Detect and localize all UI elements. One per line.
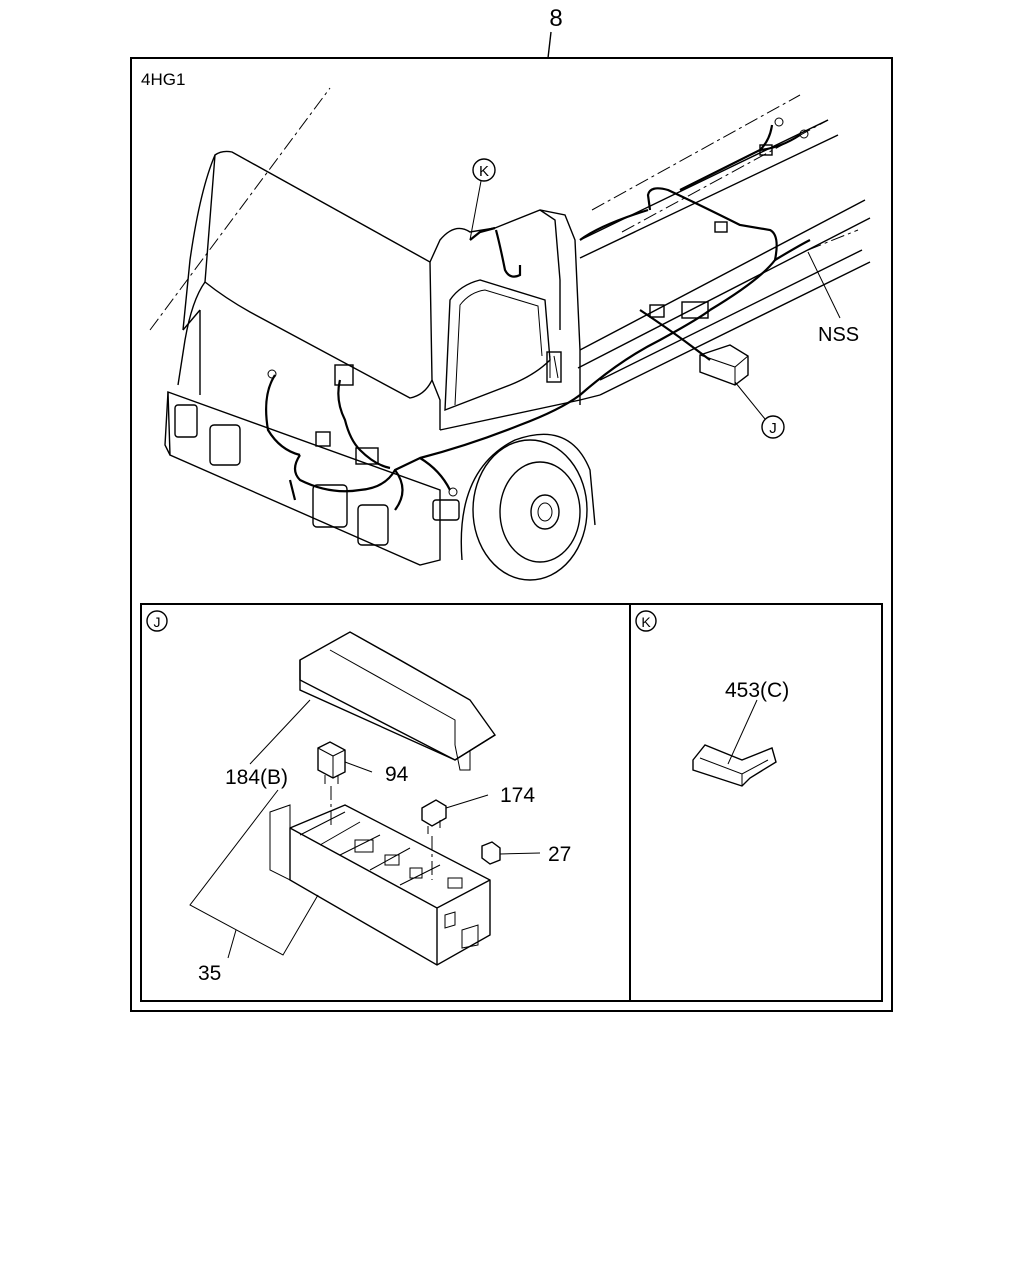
assembly-leader — [227, 929, 237, 959]
part-fuse-small-label: 27 — [548, 843, 571, 866]
callout-j-leader — [734, 381, 766, 420]
part-assembly-label: 35 — [198, 962, 221, 985]
fuse-small — [481, 841, 541, 865]
part-fuse-large-label: 174 — [500, 784, 535, 807]
callout-k-circle — [472, 158, 496, 182]
part-cover-label: 184(B) — [225, 766, 288, 789]
detail-k-badge — [635, 610, 657, 632]
part-clip-label: 453(C) — [725, 679, 789, 702]
callout-k-label: K — [479, 163, 489, 180]
cover-leader — [249, 699, 311, 765]
harness-clip — [692, 744, 777, 787]
fuse-box-cover — [299, 631, 497, 771]
detail-j-badge — [146, 610, 168, 632]
relay — [317, 741, 373, 825]
fuse-large — [421, 794, 489, 880]
clip-leader — [727, 699, 758, 765]
callout-j-circle — [761, 415, 785, 439]
truck-illustration — [149, 87, 871, 581]
detail-k-title: K — [641, 614, 651, 630]
reference-number: 8 — [549, 5, 562, 32]
reference-leader — [547, 31, 552, 59]
nss-leader — [807, 251, 841, 319]
detail-k-panel — [629, 603, 883, 1002]
callout-j-label: J — [769, 420, 777, 437]
callout-k-leader — [469, 180, 482, 241]
nss-label: NSS — [818, 324, 859, 346]
engine-code-label: 4HG1 — [141, 70, 185, 89]
detail-j-title: J — [154, 614, 161, 630]
outer-frame — [130, 57, 893, 1012]
detail-j-panel — [140, 603, 631, 1002]
assembly-bracket — [189, 789, 319, 956]
part-relay-label: 94 — [385, 763, 409, 786]
fuse-box-base — [269, 804, 491, 966]
